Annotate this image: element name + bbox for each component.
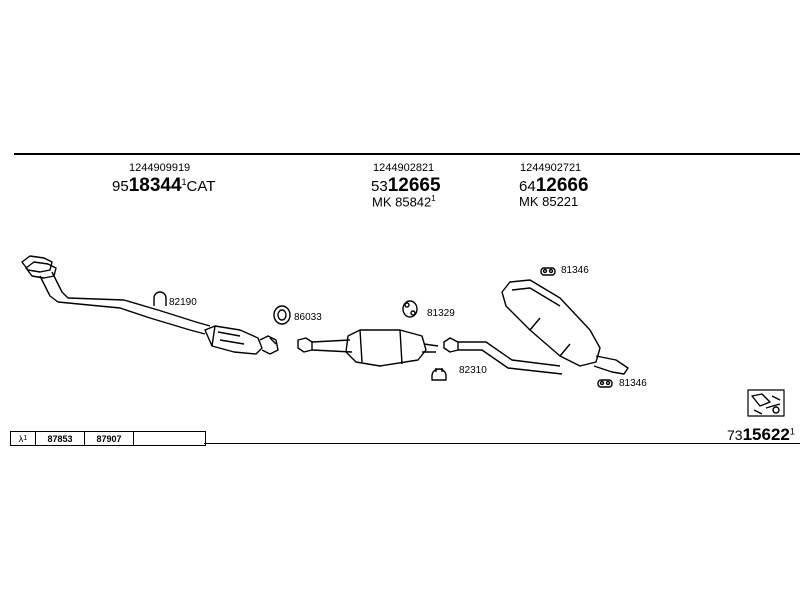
rear-pipe xyxy=(443,337,563,375)
part-number-1: 95183441CAT xyxy=(112,175,215,197)
table-cell-3 xyxy=(134,432,205,445)
hanger-icon xyxy=(540,267,556,276)
centre-silencer xyxy=(297,329,439,367)
top-rule xyxy=(14,153,800,155)
label-86033: 86033 xyxy=(294,312,322,323)
lambda-symbol: λ xyxy=(18,433,24,444)
mk-number-2: MK 858421 xyxy=(372,194,436,209)
part-suffix-1: CAT xyxy=(186,178,216,195)
part-main-1: 18344 xyxy=(128,175,182,196)
rubber-mount-icon xyxy=(402,300,418,318)
mk-number-3: MK 85221 xyxy=(519,194,579,209)
kit-number: 73156221 xyxy=(727,425,795,445)
table-cell-2: 87907 xyxy=(85,432,134,445)
table-cell-1: 87853 xyxy=(36,432,85,445)
label-82190: 82190 xyxy=(169,297,197,308)
label-82310: 82310 xyxy=(459,365,487,376)
oe-number-3: 1244902721 xyxy=(520,162,582,174)
label-81346-top: 81346 xyxy=(561,265,589,276)
ring-icon xyxy=(273,305,291,325)
lambda-sup: 1 xyxy=(23,435,28,442)
label-81329: 81329 xyxy=(427,308,455,319)
part-main-2: 12665 xyxy=(387,175,441,196)
bottom-rule xyxy=(204,443,800,444)
part-prefix-1: 95 xyxy=(112,178,129,195)
oe-number-1: 1244909919 xyxy=(129,162,191,174)
hanger-icon-bottom xyxy=(597,379,613,388)
kit-sup: 1 xyxy=(789,426,795,437)
label-81346-bottom: 81346 xyxy=(619,378,647,389)
part-prefix-3: 64 xyxy=(519,178,536,195)
rear-silencer xyxy=(501,279,629,375)
clamp-icon-82310 xyxy=(431,368,447,381)
catalytic-converter xyxy=(204,325,279,355)
oe-number-2: 1244902821 xyxy=(373,162,435,174)
part-main-3: 12666 xyxy=(535,175,589,196)
manifold-downpipe xyxy=(21,255,211,335)
clamp-icon xyxy=(153,291,167,306)
part-number-2: 5312665 xyxy=(371,175,441,197)
kit-main: 15622 xyxy=(742,425,790,444)
mk-text-2: MK 85842 xyxy=(372,194,432,210)
mk-sup-2: 1 xyxy=(431,194,436,203)
part-sup-1: 1 xyxy=(181,177,187,187)
kit-prefix: 73 xyxy=(727,427,743,443)
kit-box-icon xyxy=(747,389,785,417)
part-prefix-2: 53 xyxy=(371,178,388,195)
part-number-3: 6412666 xyxy=(519,175,589,197)
